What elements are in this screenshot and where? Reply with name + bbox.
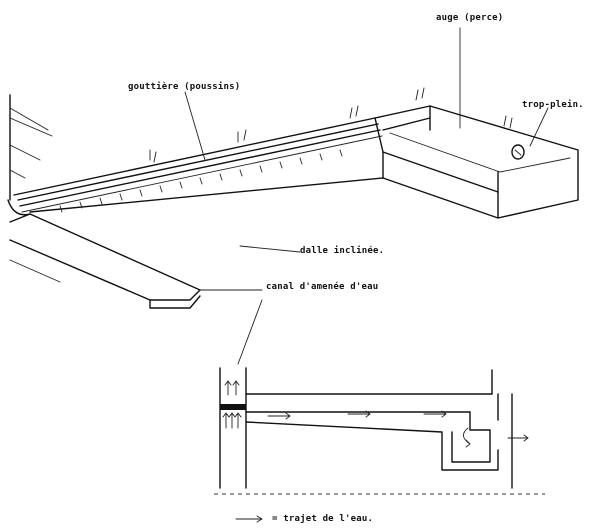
drip-hatches xyxy=(59,87,513,213)
label-canal: canal d'amenée d'eau xyxy=(266,282,379,292)
label-overflow: trop-plein. xyxy=(522,100,584,110)
legend-arrow xyxy=(235,515,263,523)
left-wall xyxy=(9,94,53,201)
label-trough: auge (perce) xyxy=(436,13,504,23)
section-view xyxy=(214,367,545,495)
water-arrows xyxy=(222,380,529,448)
label-legend: = trajet de l'eau. xyxy=(272,514,374,524)
overflow-hole xyxy=(511,144,525,160)
trough-box xyxy=(374,105,579,219)
water-canal xyxy=(9,213,201,309)
leader-lines xyxy=(184,27,549,365)
label-slab: dalle inclinée. xyxy=(300,246,385,256)
gutter xyxy=(7,117,383,216)
label-gutter: gouttière (poussins) xyxy=(128,82,241,92)
inclined-slab xyxy=(29,117,384,213)
